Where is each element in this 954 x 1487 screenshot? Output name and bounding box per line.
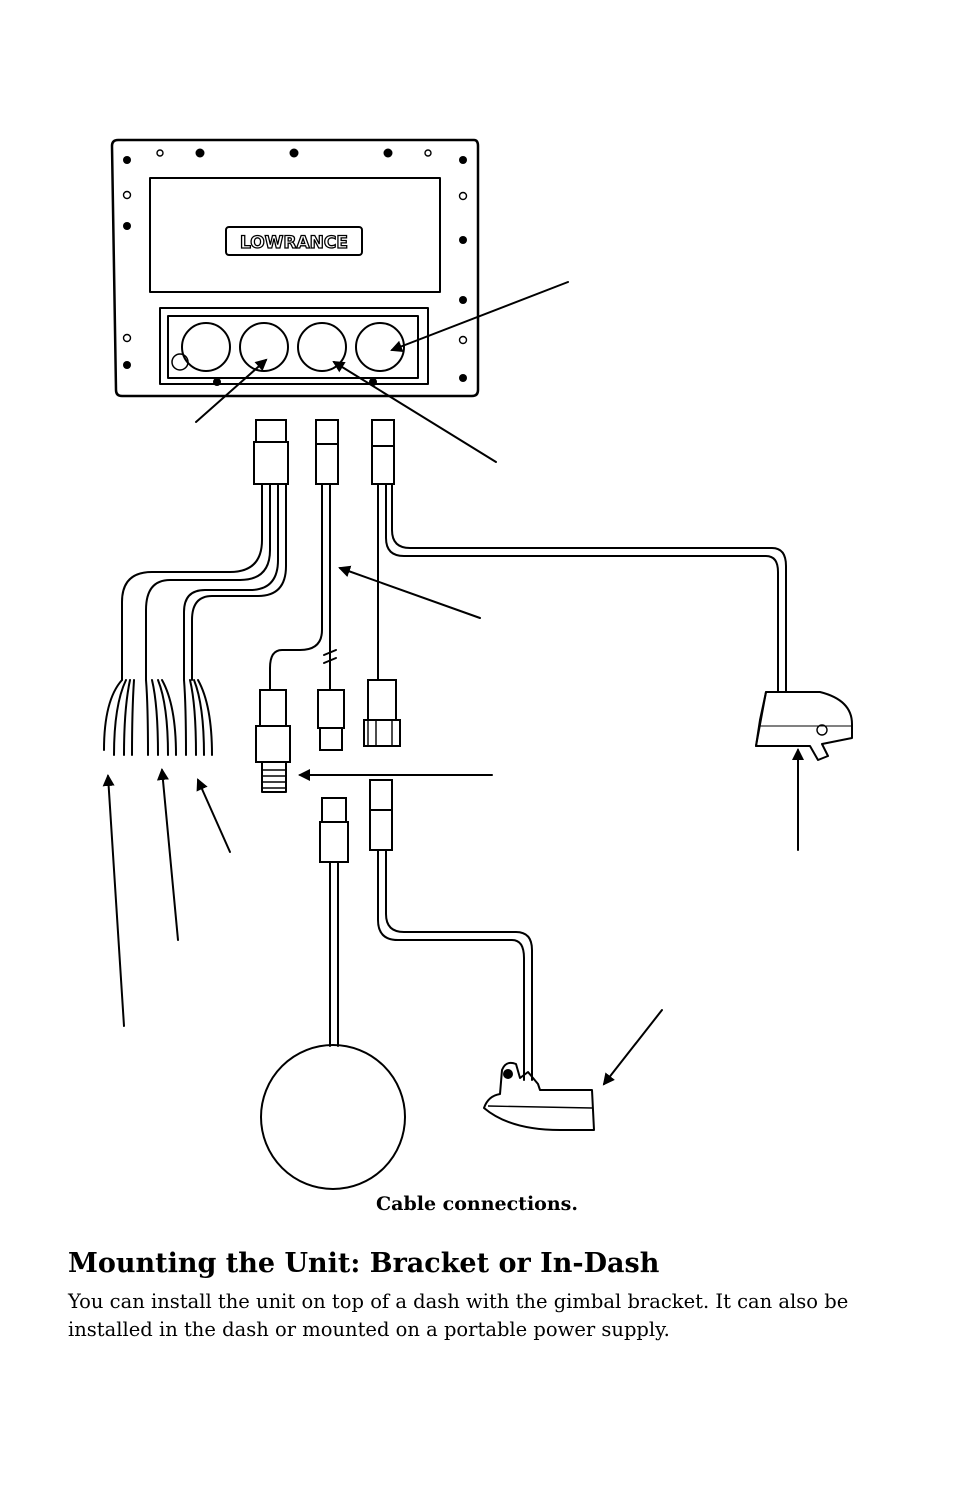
pointer-arrows [102, 281, 804, 1086]
brand-logo: LOWRANCE [240, 233, 348, 253]
section-paragraph: You can install the unit on top of a das… [68, 1290, 849, 1341]
lower-cables [319, 779, 533, 1081]
in-hull-transducer [483, 1061, 595, 1131]
display-unit-back: LOWRANCE [110, 138, 480, 398]
transom-transducer [755, 691, 853, 761]
connector-ports [171, 322, 405, 372]
section-heading: Mounting the Unit: Bracket or In-Dash [68, 1248, 660, 1279]
bezel-holes [122, 148, 468, 382]
cable-connections-diagram: LOWRANCE [102, 138, 853, 1190]
figure-caption: Cable connections. [376, 1193, 578, 1215]
transducer-cable [363, 419, 787, 747]
power-data-cable [103, 419, 289, 756]
speed-sensor [260, 1044, 406, 1190]
network-cable [255, 419, 345, 793]
